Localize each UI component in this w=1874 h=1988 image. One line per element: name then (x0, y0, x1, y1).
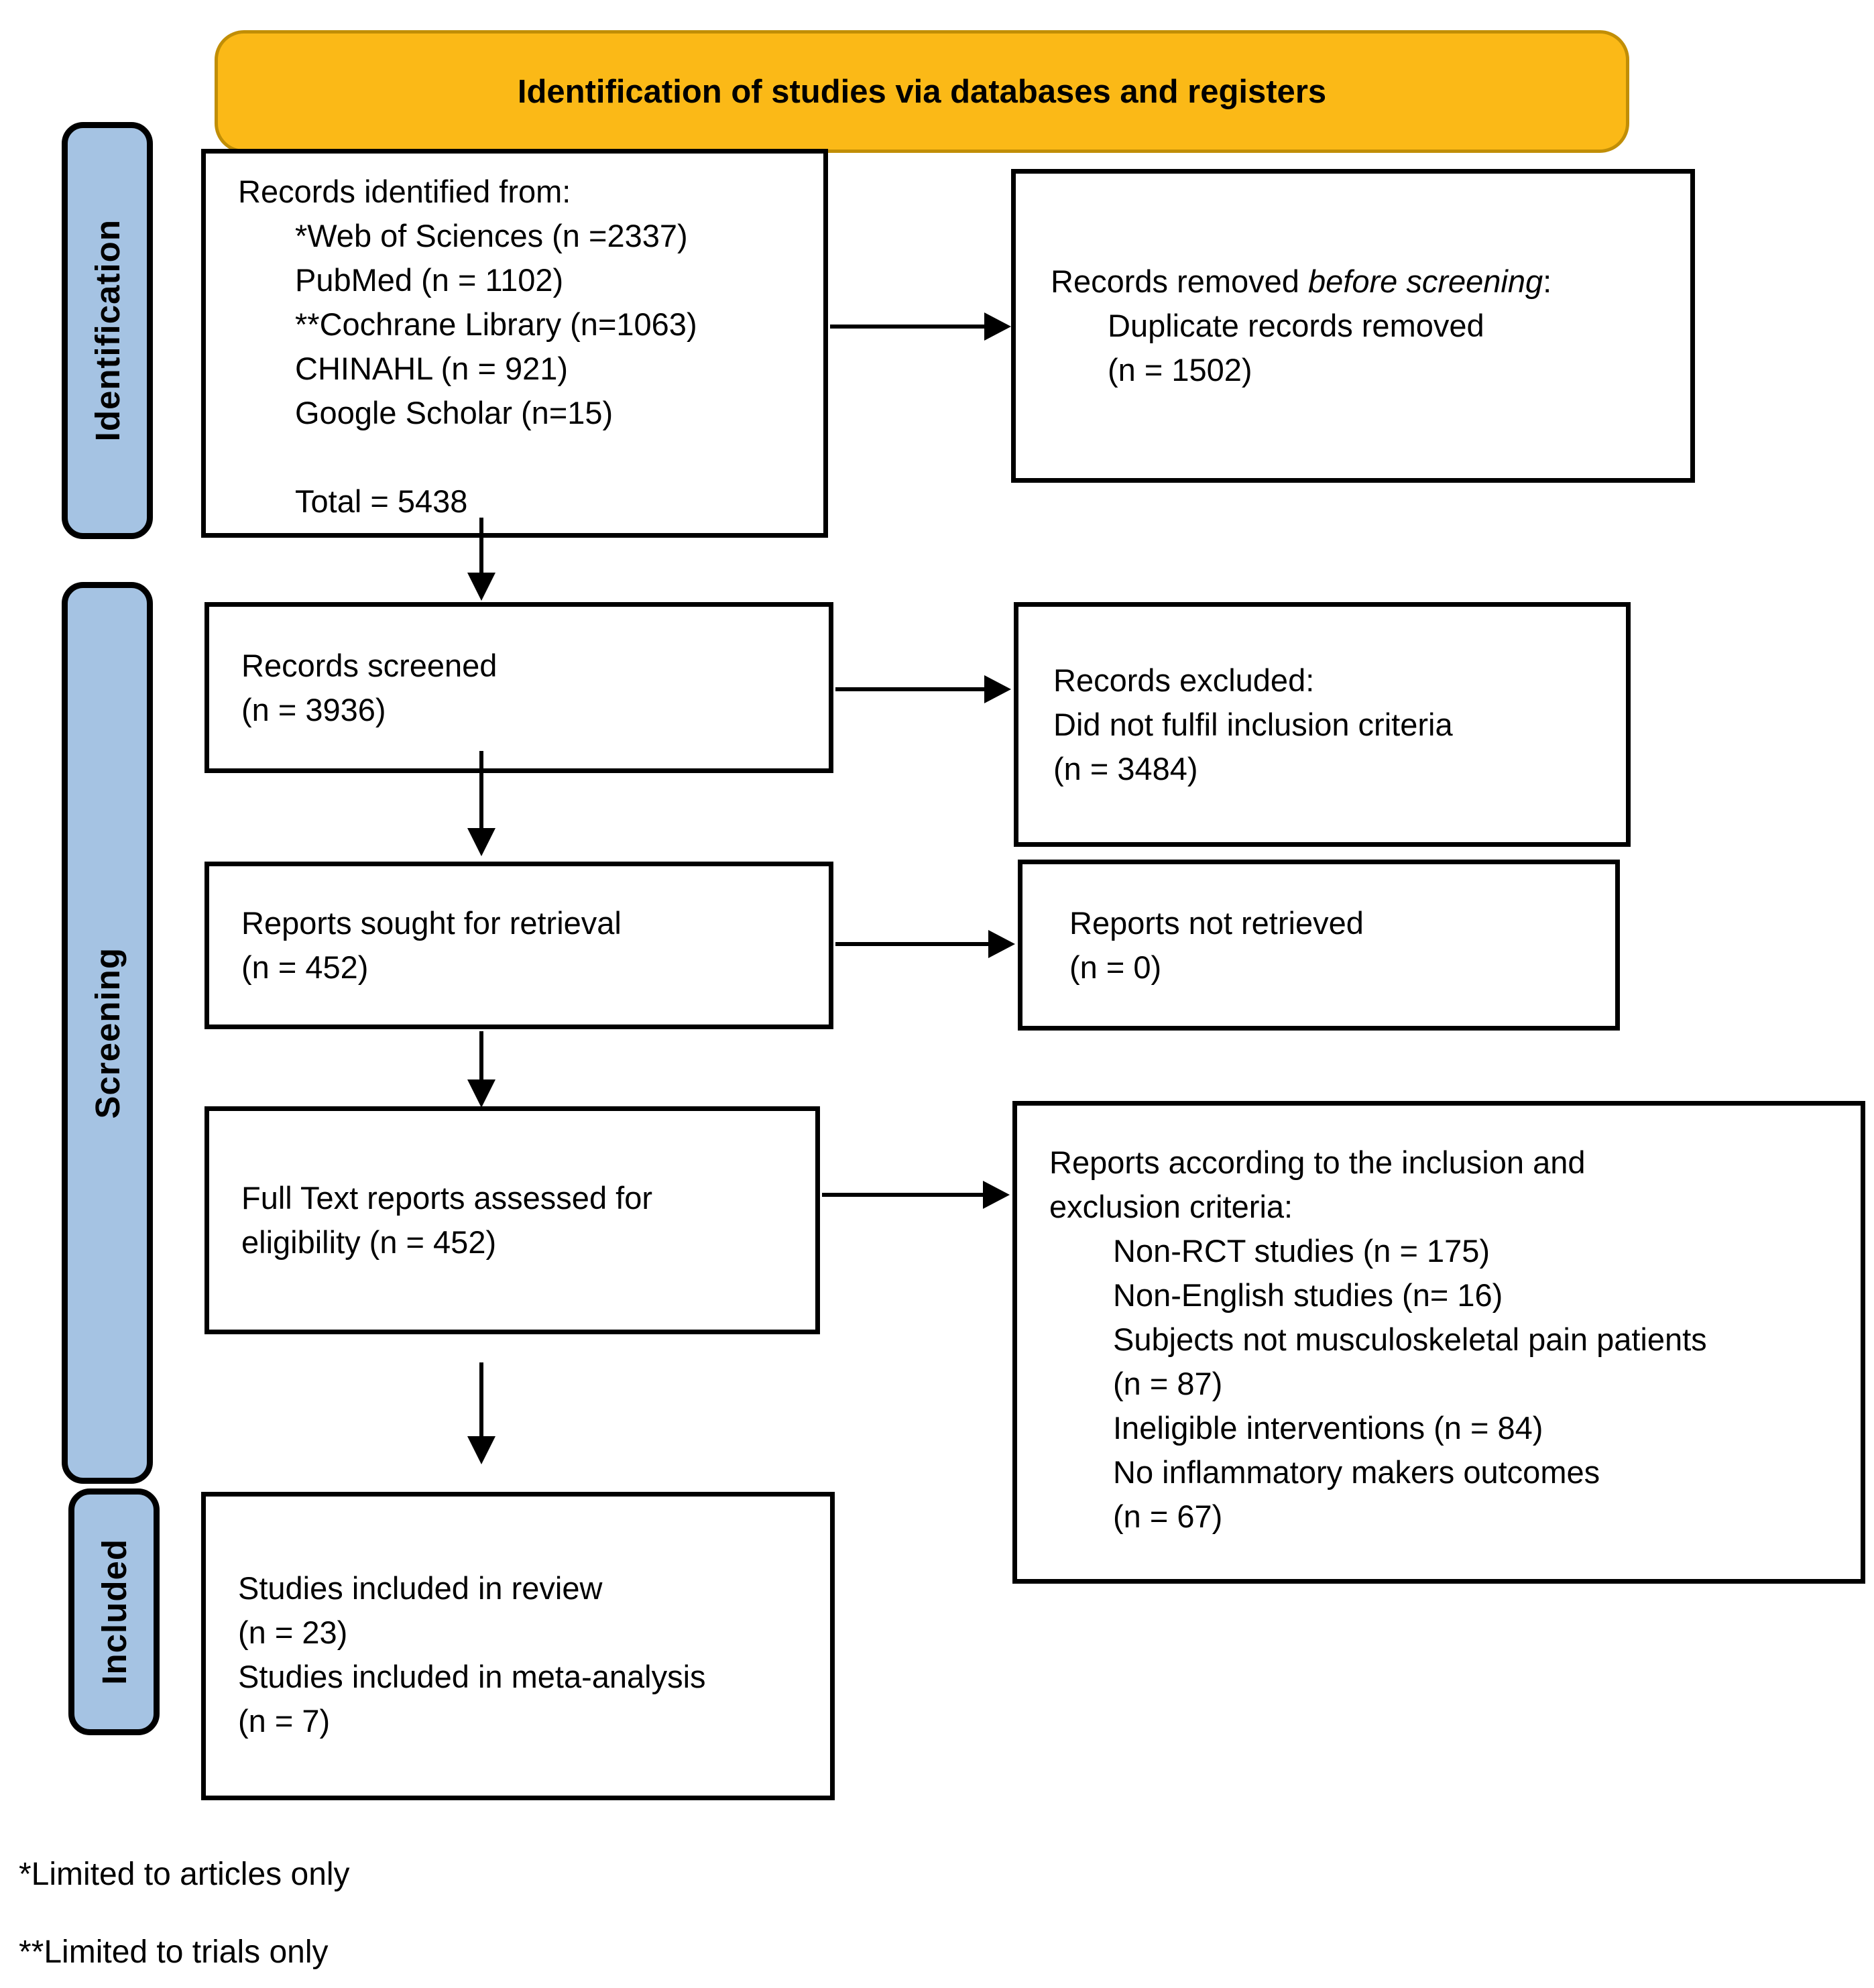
studies-included-line: Studies included in review (238, 1570, 603, 1606)
banner-title: Identification of studies via databases … (517, 73, 1327, 110)
stage-tab-included: Included (68, 1488, 160, 1735)
exclusion-reason: Subjects not musculoskeletal pain patien… (1113, 1322, 1707, 1357)
footnote-articles-only: *Limited to articles only (19, 1857, 350, 1892)
full-text-assessed-line: Full Text reports assessed for (241, 1180, 652, 1216)
box-records-excluded: Records excluded: Did not fulfil inclusi… (1014, 602, 1631, 847)
records-removed-item: Duplicate records removed (1108, 308, 1484, 343)
stage-tab-identification-label: Identification (88, 219, 127, 442)
arrowhead-screened-to-sought (467, 828, 495, 856)
studies-included-count: (n = 23) (238, 1614, 348, 1650)
arrow-fulltext-to-included (479, 1362, 483, 1438)
banner: Identification of studies via databases … (215, 30, 1629, 153)
exclusion-reasons-header: exclusion criteria: (1049, 1189, 1293, 1224)
studies-included-line: Studies included in meta-analysis (238, 1658, 706, 1694)
records-identified-title: Records identified from: (238, 174, 571, 209)
box-records-identified: Records identified from: *Web of Science… (201, 149, 828, 538)
records-identified-source: PubMed (n = 1102) (295, 262, 564, 298)
records-removed-title: Records removed before screening: (1051, 259, 1690, 304)
records-screened-line: Records screened (241, 647, 497, 683)
records-removed-title-italic: before screening (1308, 264, 1543, 299)
box-full-text-assessed: Full Text reports assessed for eligibili… (204, 1106, 820, 1334)
stage-tab-identification: Identification (62, 122, 153, 539)
arrowhead-sought-to-fulltext (467, 1079, 495, 1108)
exclusion-reason: No inflammatory makers outcomes (1113, 1454, 1600, 1490)
reports-not-retrieved-count: (n = 0) (1069, 949, 1162, 985)
arrowhead-screened-to-excluded (984, 675, 1011, 703)
exclusion-reason-count: (n = 87) (1113, 1366, 1223, 1401)
records-excluded-reason: Did not fulfil inclusion criteria (1053, 706, 1453, 742)
box-studies-included: Studies included in review (n = 23) Stud… (201, 1492, 835, 1800)
stage-tab-screening-label: Screening (88, 947, 127, 1119)
records-removed-title-prefix: Records removed (1051, 264, 1308, 299)
box-reports-not-retrieved: Reports not retrieved (n = 0) (1018, 860, 1620, 1031)
stage-tab-screening: Screening (62, 582, 153, 1484)
records-identified-total: Total = 5438 (295, 483, 468, 519)
box-reports-sought: Reports sought for retrieval (n = 452) (204, 862, 833, 1029)
records-screened-count: (n = 3936) (241, 691, 386, 727)
full-text-assessed-count: eligibility (n = 452) (241, 1224, 497, 1260)
stage-tab-included-label: Included (95, 1539, 133, 1685)
records-identified-source: *Web of Sciences (n =2337) (295, 218, 688, 253)
exclusion-reason: Ineligible interventions (n = 84) (1113, 1410, 1543, 1446)
reports-sought-count: (n = 452) (241, 949, 369, 985)
arrowhead-identified-to-removed (984, 312, 1011, 341)
arrowhead-sought-to-not-retrieved (988, 930, 1015, 958)
reports-not-retrieved-line: Reports not retrieved (1069, 904, 1364, 941)
reports-sought-line: Reports sought for retrieval (241, 905, 622, 941)
spacer-line (238, 435, 817, 479)
records-identified-source: Google Scholar (n=15) (295, 395, 613, 430)
records-removed-count: (n = 1502) (1108, 352, 1252, 388)
arrow-sought-to-not-retrieved (835, 942, 990, 946)
records-identified-source: **Cochrane Library (n=1063) (295, 306, 697, 342)
arrowhead-identified-to-screened (467, 573, 495, 601)
arrowhead-fulltext-to-exclusions (983, 1181, 1010, 1209)
footnote-trials-only: **Limited to trials only (19, 1934, 329, 1970)
exclusion-reason: Non-RCT studies (n = 175) (1113, 1233, 1490, 1269)
arrowhead-fulltext-to-included (467, 1436, 495, 1464)
records-excluded-count: (n = 3484) (1053, 750, 1198, 786)
arrow-screened-to-excluded (835, 687, 986, 691)
exclusion-reason: Non-English studies (n= 16) (1113, 1277, 1503, 1313)
box-records-removed: Records removed before screening: Duplic… (1011, 169, 1695, 483)
arrow-identified-to-screened (479, 518, 483, 574)
exclusion-reasons-header: Reports according to the inclusion and (1049, 1145, 1586, 1180)
box-records-screened: Records screened (n = 3936) (204, 602, 833, 773)
exclusion-reason-count: (n = 67) (1113, 1499, 1223, 1534)
arrow-fulltext-to-exclusions (822, 1193, 984, 1197)
records-removed-title-suffix: : (1543, 264, 1552, 299)
records-identified-source: CHINAHL (n = 921) (295, 351, 569, 386)
arrow-sought-to-fulltext (479, 1031, 483, 1081)
arrow-identified-to-removed (830, 325, 986, 329)
studies-included-count: (n = 7) (238, 1702, 331, 1739)
arrow-screened-to-sought (479, 751, 483, 829)
records-excluded-line: Records excluded: (1053, 662, 1315, 698)
box-exclusion-reasons: Reports according to the inclusion and e… (1012, 1101, 1865, 1584)
